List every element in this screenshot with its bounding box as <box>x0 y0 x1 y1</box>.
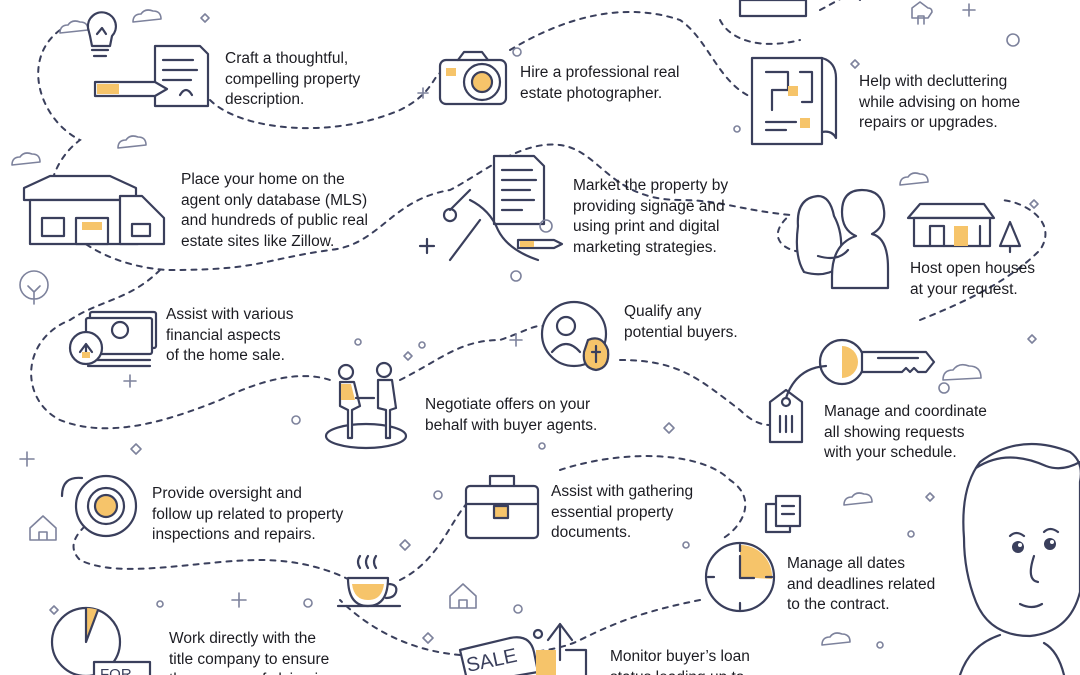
briefcase-icon <box>464 474 540 540</box>
step-loan-status: Monitor buyer’s loan status leading up t… <box>610 648 750 675</box>
clock-icon <box>704 494 802 613</box>
pie-chart-for-sale-icon: FOR <box>50 606 152 675</box>
sale-tag-icon: SALE <box>458 622 588 675</box>
decorations <box>11 1 1039 649</box>
step-financial-aspects: Assist with various financial aspects of… <box>166 306 294 364</box>
step-gather-documents: Assist with gathering essential property… <box>551 483 694 541</box>
step-craft-description: Craft a thoughtful, compelling property … <box>225 50 361 108</box>
documents-hand-icon <box>418 154 564 282</box>
step-hire-photographer: Hire a professional real estate photogra… <box>520 64 680 102</box>
step-negotiate-offers: Negotiate offers on your behalf with buy… <box>425 396 598 434</box>
step-showing-requests: Manage and coordinate all showing reques… <box>824 403 987 461</box>
step-title-company: Work directly with the title company to … <box>169 630 330 675</box>
step-dates-deadlines: Manage all dates and deadlines related t… <box>787 555 936 613</box>
camera-icon <box>438 50 508 106</box>
couple-house-icon <box>795 188 1022 290</box>
step-open-houses: Host open houses at your request. <box>910 260 1035 298</box>
step-decluttering: Help with decluttering while advising on… <box>859 73 1021 131</box>
inspection-magnifier-icon <box>60 474 138 538</box>
buyer-qualify-icon <box>540 300 610 372</box>
money-stack-icon <box>68 310 158 368</box>
step-marketing: Market the property by providing signage… <box>573 177 729 256</box>
key-tag-icon <box>768 338 936 444</box>
connector-path-low <box>72 455 747 656</box>
coffee-cup-icon <box>336 554 402 608</box>
step-mls-listing: Place your home on the agent only databa… <box>181 171 368 250</box>
step-inspections: Provide oversight and follow up related … <box>152 485 344 543</box>
house-listing-icon <box>22 174 166 246</box>
negotiation-people-icon <box>324 361 408 450</box>
description-pencil-icon <box>86 11 210 108</box>
connector-path-mid <box>30 199 1047 430</box>
for-sign-text: FOR <box>100 666 132 675</box>
agent-man-illustration <box>958 442 1080 675</box>
step-qualify-buyers: Qualify any potential buyers. <box>624 303 738 341</box>
connector-path-top <box>209 0 861 130</box>
floor-plan-icon <box>738 0 838 146</box>
